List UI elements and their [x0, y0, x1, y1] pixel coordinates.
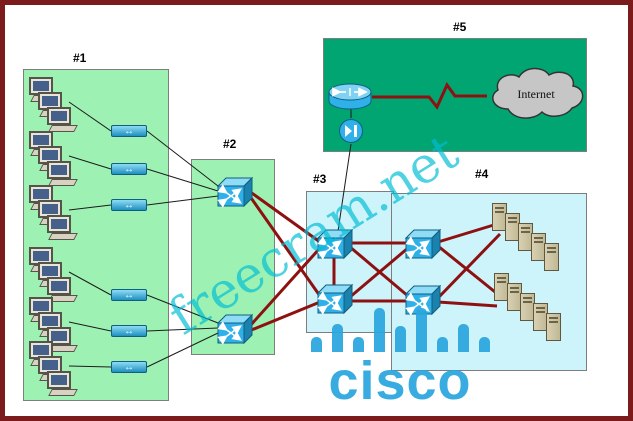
wan-link	[372, 82, 487, 110]
hub-icon	[111, 289, 147, 301]
lan-link	[68, 155, 112, 170]
trunk-link	[248, 300, 321, 333]
workstation-icon	[47, 371, 71, 389]
multilayer-switch-icon	[316, 283, 354, 315]
hub-icon	[111, 325, 147, 337]
trunk-link	[248, 189, 321, 244]
trunk-link	[437, 244, 501, 298]
connection-lines	[68, 82, 502, 368]
lan-link	[146, 195, 219, 206]
workstation-icon	[47, 161, 71, 179]
workstation-icon	[47, 107, 71, 125]
lan-link	[146, 327, 219, 332]
lan-link	[68, 365, 112, 368]
workstation-icon	[47, 327, 71, 345]
workstation-icon	[47, 215, 71, 233]
lan-link	[68, 271, 112, 296]
multilayer-switch-icon	[316, 228, 354, 260]
trunk-link	[247, 194, 322, 297]
server-icon	[546, 313, 561, 341]
multilayer-switch-icon	[404, 284, 442, 316]
region-5-label: #5	[453, 20, 467, 34]
internet-cloud-icon: Internet	[492, 67, 584, 119]
lan-link	[68, 101, 112, 132]
trunk-link	[436, 232, 502, 300]
lan-link	[68, 321, 112, 332]
trunk-link	[247, 246, 322, 329]
lan-link	[146, 130, 219, 187]
region-2-label: #2	[223, 137, 237, 151]
network-appliance-icon	[339, 119, 363, 143]
trunk-link	[437, 222, 498, 244]
trunk-link	[349, 246, 409, 299]
lan-link	[146, 168, 219, 192]
lan-link	[146, 294, 219, 324]
region-4-label: #4	[475, 167, 489, 181]
multilayer-switch-icon	[216, 176, 254, 208]
server-icon	[544, 243, 559, 271]
lan-link	[337, 143, 352, 232]
workstation-icon	[47, 277, 71, 295]
region-3-label: #3	[313, 172, 327, 186]
server-icon	[505, 213, 520, 241]
hub-icon	[111, 361, 147, 373]
hub-icon	[111, 163, 147, 175]
internet-label: Internet	[517, 87, 555, 101]
trunk-link	[437, 300, 498, 308]
lan-link	[146, 332, 219, 368]
hub-icon	[111, 199, 147, 211]
router-icon	[328, 83, 372, 110]
lan-link	[68, 204, 112, 211]
region-1-label: #1	[73, 51, 87, 65]
multilayer-switch-icon	[216, 313, 254, 345]
hub-icon	[111, 125, 147, 137]
multilayer-switch-icon	[404, 228, 442, 260]
